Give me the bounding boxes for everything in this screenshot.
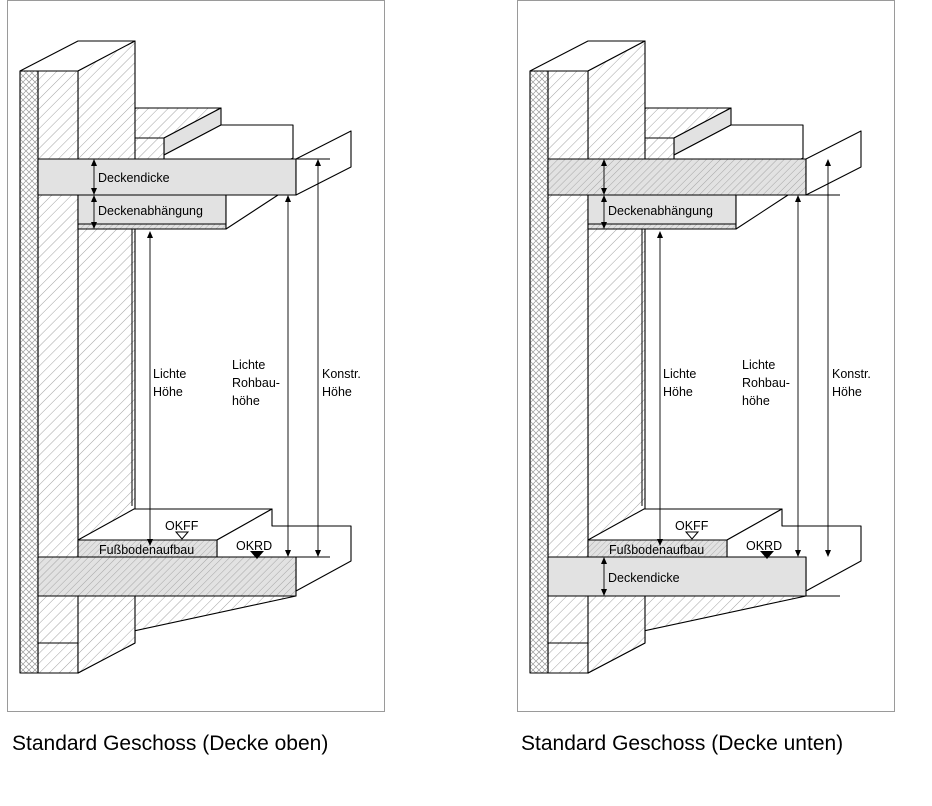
svg-text:höhe: höhe <box>742 394 770 408</box>
suspended-ceiling-side <box>735 194 789 230</box>
caption-decke-unten: Standard Geschoss (Decke unten) <box>521 732 844 755</box>
svg-text:höhe: höhe <box>232 394 260 408</box>
caption-decke-oben: Standard Geschoss (Decke oben) <box>12 732 329 755</box>
dim-lichte-hoehe <box>657 231 663 546</box>
drawing: DeckenabhängungLichteHöheLichteRohbau-hö… <box>529 40 871 674</box>
diagram-svg: DeckendickeDeckenabhängungLichteHöheLich… <box>19 40 361 674</box>
label-deckendicke: Deckendicke <box>98 171 170 185</box>
floor-slab <box>37 556 297 597</box>
label-deckendicke-unten: Deckendicke <box>608 571 680 585</box>
lower-wall-side <box>77 595 136 674</box>
label-deckenabhaengung: Deckenabhängung <box>98 204 203 218</box>
suspended-ceiling-board <box>587 223 737 230</box>
ceiling-slab-side <box>295 130 352 196</box>
diagram-svg: DeckenabhängungLichteHöheLichteRohbau-hö… <box>529 40 871 674</box>
dim-lichte-hoehe <box>147 231 153 546</box>
svg-text:Lichte: Lichte <box>663 367 696 381</box>
svg-text:Lichte: Lichte <box>153 367 186 381</box>
label-okff: OKFF <box>675 519 709 533</box>
dim-deckendicke <box>601 159 607 195</box>
label-konstr-hoehe: Konstr. Höhe <box>322 367 361 399</box>
dim-konstr-hoehe <box>315 159 321 557</box>
insulation-layer <box>19 70 39 674</box>
okff-marker <box>684 531 700 540</box>
svg-text:Höhe: Höhe <box>663 385 693 399</box>
lower-wall-side <box>587 595 646 674</box>
label-okrd: OKRD <box>746 539 782 553</box>
svg-text:Lichte: Lichte <box>232 358 265 372</box>
label-konstr-hoehe: Konstr. Höhe <box>832 367 871 399</box>
okrd-marker <box>760 551 774 559</box>
ceiling-slab-side <box>805 130 862 196</box>
dim-lichte-rohbauhoehe <box>795 195 801 557</box>
lower-wall-front <box>547 595 807 644</box>
ceiling-slab <box>547 158 807 196</box>
svg-text:Rohbau-: Rohbau- <box>742 376 790 390</box>
drawing: DeckendickeDeckenabhängungLichteHöheLich… <box>19 40 361 674</box>
dim-deckenabhaengung <box>91 195 97 229</box>
dim-lichte-rohbauhoehe <box>285 195 291 557</box>
label-fussbodenaufbau: Fußbodenaufbau <box>99 543 194 557</box>
insulation-layer <box>529 70 549 674</box>
label-okrd: OKRD <box>236 539 272 553</box>
dim-deckenabhaengung <box>601 195 607 229</box>
label-okff: OKFF <box>165 519 199 533</box>
okff-marker <box>174 531 190 540</box>
svg-text:Konstr.: Konstr. <box>832 367 871 381</box>
dim-deckendicke-unten <box>601 557 607 596</box>
svg-text:Höhe: Höhe <box>322 385 352 399</box>
label-deckenabhaengung: Deckenabhängung <box>608 204 713 218</box>
lower-wall-front <box>37 595 297 644</box>
suspended-ceiling-board <box>77 223 227 230</box>
svg-text:Rohbau-: Rohbau- <box>232 376 280 390</box>
svg-text:Höhe: Höhe <box>153 385 183 399</box>
okrd-marker <box>250 551 264 559</box>
svg-text:Höhe: Höhe <box>832 385 862 399</box>
dim-deckendicke <box>91 159 97 195</box>
svg-text:Konstr.: Konstr. <box>322 367 361 381</box>
dim-konstr-hoehe <box>825 159 831 557</box>
label-fussbodenaufbau: Fußbodenaufbau <box>609 543 704 557</box>
svg-text:Lichte: Lichte <box>742 358 775 372</box>
suspended-ceiling-side <box>225 194 279 230</box>
